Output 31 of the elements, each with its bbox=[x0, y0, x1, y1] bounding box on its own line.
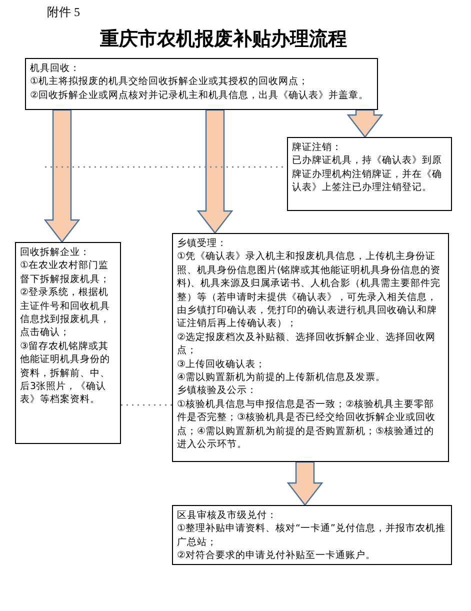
block-arrow bbox=[196, 109, 234, 234]
box-text: ①凭《确认表》录入机主和报废机具信息，上传机主身份证照、机具身份信息图片(铭牌或其他能证明机具身份信息的资料)、机具来源及归属承诺书、人机合影（机具需主要部件完整）等（若申请时未提供《确认表》，可先录入相关信息，由乡镇打印确认表，凭打印的确认表进行机具回收确认和牌证注销后再上传确认表）； bbox=[177, 250, 442, 331]
box-text: 乡镇核验及公示： bbox=[177, 384, 258, 398]
process-box bbox=[15, 242, 121, 444]
box-text: ④需以购置新机为前提的上传新机信息及发票。 bbox=[177, 371, 387, 384]
process-box bbox=[25, 58, 378, 110]
dotted-connector bbox=[121, 404, 172, 406]
process-box bbox=[172, 233, 449, 462]
box-text: ③上传回收确认表； bbox=[177, 358, 267, 372]
box-text: 牌证注销： bbox=[292, 141, 343, 154]
block-arrow bbox=[44, 109, 80, 243]
box-text: ①核验机具信息与申报信息是否一致；②核验机具主要零部件是否完整；③核验机具是否已经交给回收拆解企业或回收点；④需以购置新机为前提的是否购置新机；⑤核验通过的进入公示环节。 bbox=[177, 398, 437, 452]
box-text: 回收拆解企业： bbox=[20, 246, 91, 260]
title: 重庆市农机报废补贴办理流程 bbox=[100, 28, 347, 52]
box-text: ②登录系统，根据机主证件号和回收机具信息找到报废机具，点击确认； bbox=[20, 286, 111, 340]
box-text: 机具回收： bbox=[30, 62, 81, 76]
box-text: 区县审核及市级兑付： bbox=[177, 509, 278, 522]
box-text: 已办牌证机具，持《确认表》到原牌证办理机构注销牌证，并在《确认表》上签注已办理注销登记。 bbox=[292, 154, 443, 195]
box-text: ②选定报废档次及补贴额、选择回收拆解企业、选择回收网点； bbox=[177, 330, 437, 358]
box-text: ②回收拆解企业或网点核对并记录机主和机具信息，出具《确认表》并盖章。 bbox=[30, 88, 370, 102]
box-text: 乡镇受理： bbox=[177, 237, 228, 250]
box-text: ①在农业农村部门监督下拆解报废机具； bbox=[20, 259, 111, 286]
attachment-label: 附件 5 bbox=[47, 4, 80, 21]
process-box bbox=[172, 505, 452, 565]
block-arrow bbox=[286, 461, 324, 506]
box-text: ①机主将拟报废的机具交给回收拆解企业或其授权的回收网点； bbox=[30, 75, 310, 89]
process-box bbox=[287, 137, 452, 211]
box-text: ②对符合要求的申请兑付补贴至一卡通账户。 bbox=[177, 549, 377, 563]
box-text: ①整理补贴申请资料、核对“一卡通”兑付信息，并报市农机推广总站； bbox=[177, 522, 446, 550]
block-arrow bbox=[346, 109, 384, 138]
box-text: ③留存农机铭牌或其他能证明机具身份的资料，拆解前、中、后3张照片，《确认表》等档案资料。 bbox=[20, 340, 111, 407]
